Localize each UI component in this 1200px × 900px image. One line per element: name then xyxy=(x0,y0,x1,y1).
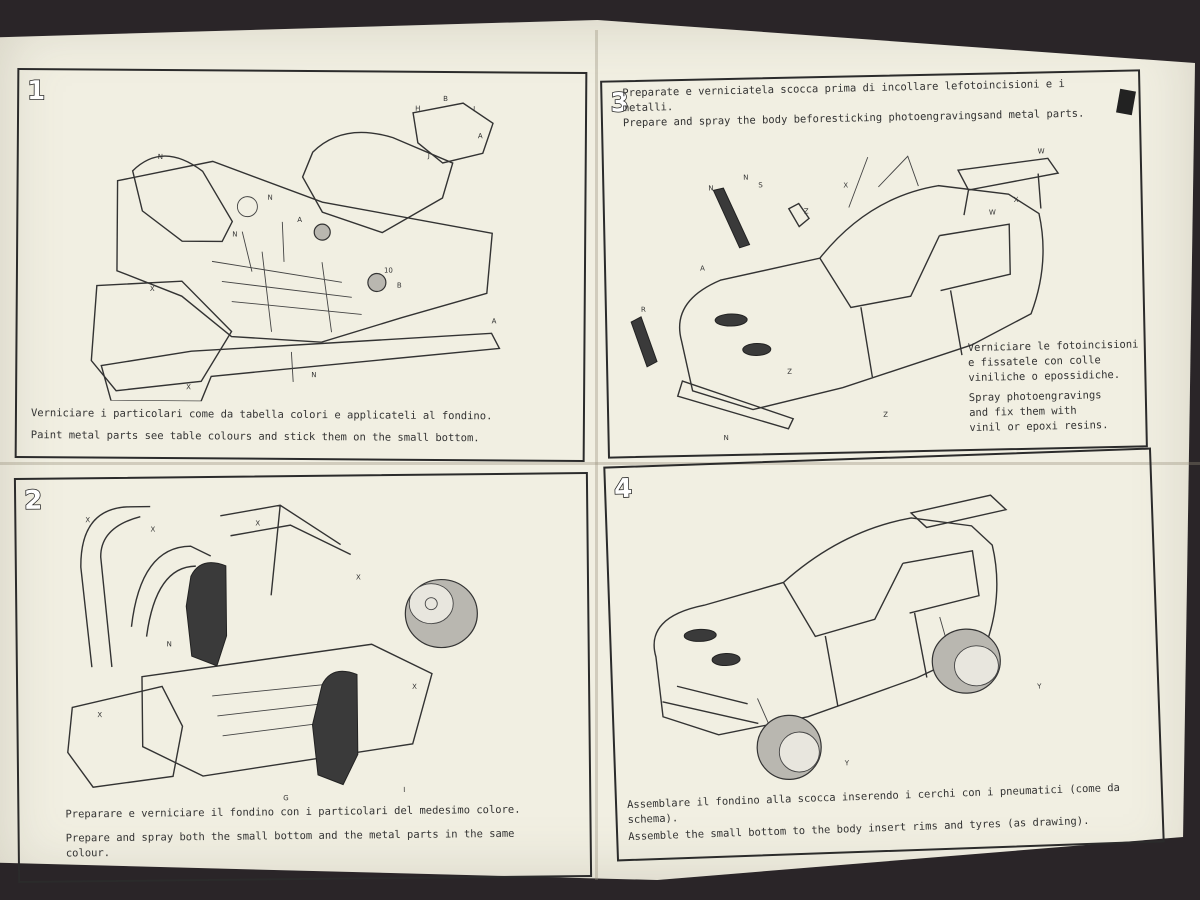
fold-line-horizontal xyxy=(0,462,1200,465)
svg-text:S: S xyxy=(758,181,763,189)
svg-text:N: N xyxy=(708,184,713,192)
step-2-text-en: Prepare and spray both the small bottom … xyxy=(65,827,515,860)
fold-line-vertical xyxy=(595,30,598,880)
svg-text:W: W xyxy=(989,208,996,216)
svg-text:B: B xyxy=(443,95,448,103)
svg-text:X: X xyxy=(186,383,191,391)
svg-text:N: N xyxy=(158,153,163,161)
step-1-text-it: Verniciare i particolari come da tabella… xyxy=(30,407,493,423)
rollcage-seats-drawing: X X X X N X X G I xyxy=(67,504,478,802)
svg-text:A: A xyxy=(478,132,483,140)
svg-text:10: 10 xyxy=(384,267,393,275)
svg-text:N: N xyxy=(311,371,316,379)
svg-text:Z: Z xyxy=(883,411,888,419)
step-4-panel: 4 Y Y Assemblare il fondino alla scocca … xyxy=(603,447,1165,862)
svg-text:X: X xyxy=(85,516,90,524)
svg-text:X: X xyxy=(1014,196,1019,204)
svg-text:I: I xyxy=(403,786,405,794)
svg-text:G: G xyxy=(283,794,289,802)
step-2-panel: 2 X X X X N X X G I Preparare e vernicia… xyxy=(13,472,593,883)
step-1-text-en: Paint metal parts see table colours and … xyxy=(30,429,480,445)
svg-text:A: A xyxy=(297,216,302,224)
svg-text:J: J xyxy=(427,152,430,160)
svg-text:X: X xyxy=(412,683,417,691)
wheel-front xyxy=(756,714,822,780)
svg-text:R: R xyxy=(641,306,646,314)
svg-text:B: B xyxy=(397,282,402,290)
wheel-drawing xyxy=(404,578,478,649)
svg-text:N: N xyxy=(267,194,272,202)
body-drawing: N N S X Z W W X R A N Z Z xyxy=(630,147,1060,442)
svg-text:Z: Z xyxy=(804,207,809,215)
svg-text:A: A xyxy=(700,265,705,273)
svg-text:X: X xyxy=(356,573,361,581)
svg-text:Z: Z xyxy=(787,368,792,376)
svg-text:I: I xyxy=(473,105,475,113)
svg-text:X: X xyxy=(255,519,260,527)
svg-text:H: H xyxy=(415,105,420,113)
svg-text:N: N xyxy=(743,174,748,182)
wheel-rear xyxy=(931,628,1001,694)
svg-text:N: N xyxy=(232,231,237,239)
svg-text:X: X xyxy=(97,711,102,719)
svg-text:Y: Y xyxy=(844,759,850,767)
instruction-sheet xyxy=(0,20,1195,880)
svg-text:N: N xyxy=(724,434,729,442)
step-1-panel: 1 N N N N A A B B I H J X X 10 A Vernici… xyxy=(14,68,588,462)
step-3-panel: 3 Preparate e verniciatela scocca prima … xyxy=(600,69,1148,459)
svg-text:N: N xyxy=(167,640,172,648)
svg-text:Y: Y xyxy=(1036,683,1042,691)
svg-text:A: A xyxy=(492,317,497,325)
step-3-note-en: Spray photoengravings and fix them with … xyxy=(968,389,1109,435)
step-3-note-it: Verniciare le fotoincisioni e fissatele … xyxy=(967,338,1139,385)
chassis-exploded-drawing: N N N N A A B B I H J X X 10 A xyxy=(90,95,501,403)
assembly-drawing: Y Y xyxy=(653,494,1042,780)
svg-text:X: X xyxy=(843,182,848,190)
svg-text:W: W xyxy=(1038,147,1045,155)
svg-text:X: X xyxy=(150,526,155,534)
svg-text:X: X xyxy=(150,285,155,293)
